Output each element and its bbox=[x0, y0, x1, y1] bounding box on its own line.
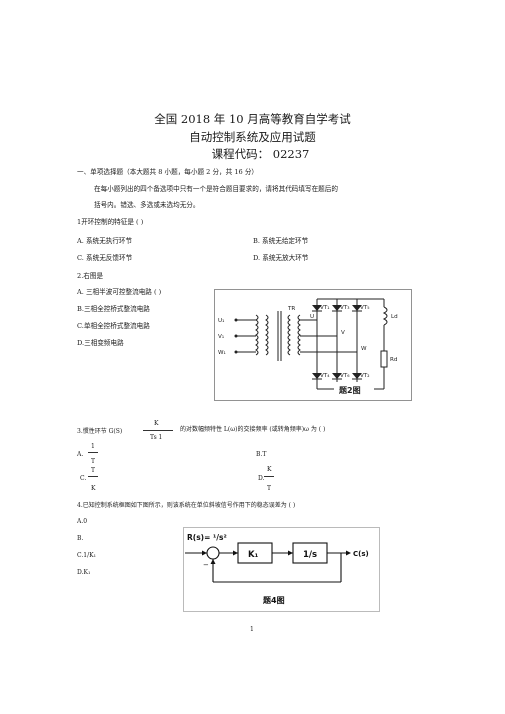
q3-option-c-den: K bbox=[91, 485, 96, 492]
q2-stem: 2.右图是 bbox=[77, 272, 104, 280]
q3-option-d-prefix: D. bbox=[258, 475, 265, 482]
section-heading: 一、单项选择题（本大题共 8 小题，每小题 2 分，共 16 分） bbox=[77, 168, 259, 176]
label-v1: V₁ bbox=[218, 334, 224, 340]
q3-option-c-num: T bbox=[91, 467, 96, 474]
q3-option-a-prefix: A. bbox=[77, 451, 84, 458]
q3-option-d-den: T bbox=[267, 485, 272, 492]
q3-frac-denominator: Ts 1 bbox=[150, 434, 163, 441]
label-vt2: VT₂ bbox=[360, 373, 370, 379]
label-w1: W₁ bbox=[218, 350, 226, 356]
q4-stem: 4.已知控制系统框图如下图所示，则该系统在单位斜坡信号作用下的稳态误差为 ( ) bbox=[77, 502, 296, 509]
q2-option-b: B.三相全控桥式整流电路 bbox=[77, 305, 150, 313]
q3-option-c-prefix: C. bbox=[80, 475, 87, 482]
q3-option-a-den: T bbox=[91, 458, 96, 465]
q4-block-integrator: 1/s bbox=[303, 550, 317, 560]
q3-option-d-num: K bbox=[267, 466, 272, 473]
q4-option-c: C.1/K₁ bbox=[77, 552, 97, 559]
exam-subject: 自动控制系统及应用试题 bbox=[189, 130, 316, 144]
q3-stem-right: 的对数幅频特性 L(ω)的交接频率 (或转角频率)ω 为 ( ) bbox=[180, 426, 326, 433]
q4-option-d: D.K₁ bbox=[77, 569, 91, 576]
q2-option-c: C.单相全控桥式整流电路 bbox=[77, 322, 150, 330]
q3-option-a-num: 1 bbox=[91, 443, 95, 450]
q2-option-d: D.三相变频电路 bbox=[77, 339, 124, 347]
label-u1: U₁ bbox=[218, 318, 224, 324]
section-instruction-1: 在每小题列出的四个备选项中只有一个是符合题目要求的，请将其代码填写在题后的 bbox=[94, 185, 338, 193]
q3-frac-numerator: K bbox=[154, 420, 159, 427]
q1-stem: 1开环控制的特征是 ( ) bbox=[77, 218, 144, 226]
q2-figure-caption: 题2图 bbox=[338, 385, 361, 395]
q4-option-b: B. bbox=[77, 535, 84, 542]
q2-option-a: A. 三相半波可控整流电路 ( ) bbox=[77, 288, 162, 296]
q3-stem-left: 3.惯性环节 G(S) bbox=[77, 428, 123, 435]
section-instruction-2: 括号内。错选、多选或未选均无分。 bbox=[94, 201, 200, 209]
label-node-v: V bbox=[341, 330, 345, 336]
q1-option-d: D. 系统无放大环节 bbox=[253, 254, 309, 262]
q1-option-b: B. 系统无给定环节 bbox=[253, 237, 309, 245]
q1-option-c: C. 系统无反馈环节 bbox=[77, 254, 133, 262]
label-vt3: VT₃ bbox=[340, 305, 350, 311]
q4-output-label: C(s) bbox=[353, 550, 369, 558]
label-node-u: U bbox=[310, 314, 314, 320]
page-number: 1 bbox=[250, 626, 254, 633]
q4-option-a: A.0 bbox=[77, 518, 88, 525]
q1-option-a: A. 系统无执行环节 bbox=[77, 237, 133, 245]
q4-block-diagram: R(s)= ¹/s² K₁ 1/s C(s) − 题4图 bbox=[183, 527, 380, 612]
exam-title: 全国 2018 年 10 月高等教育自学考试 bbox=[154, 112, 351, 126]
course-code: 课程代码： 02237 bbox=[211, 147, 310, 161]
label-vt5: VT₅ bbox=[360, 305, 370, 311]
label-vt6: VT₆ bbox=[340, 373, 350, 379]
q4-input-label: R(s)= ¹/s² bbox=[187, 533, 227, 542]
q4-block-k1: K₁ bbox=[248, 550, 259, 560]
label-rd: Rd bbox=[390, 357, 398, 363]
label-vt1: VT₁ bbox=[320, 305, 330, 311]
q3-option-b: B.T bbox=[256, 451, 267, 458]
q4-figure-caption: 题4图 bbox=[262, 595, 285, 605]
q2-circuit-figure: U₁ V₁ W₁ TR U V W VT₁ VT₃ VT₅ VT₄ VT₆ VT… bbox=[214, 289, 412, 401]
q4-feedback-minus: − bbox=[203, 561, 209, 569]
label-vt4: VT₄ bbox=[320, 373, 330, 379]
label-ld: Ld bbox=[391, 314, 398, 320]
label-tr: TR bbox=[287, 306, 295, 312]
label-node-w: W bbox=[361, 346, 367, 352]
